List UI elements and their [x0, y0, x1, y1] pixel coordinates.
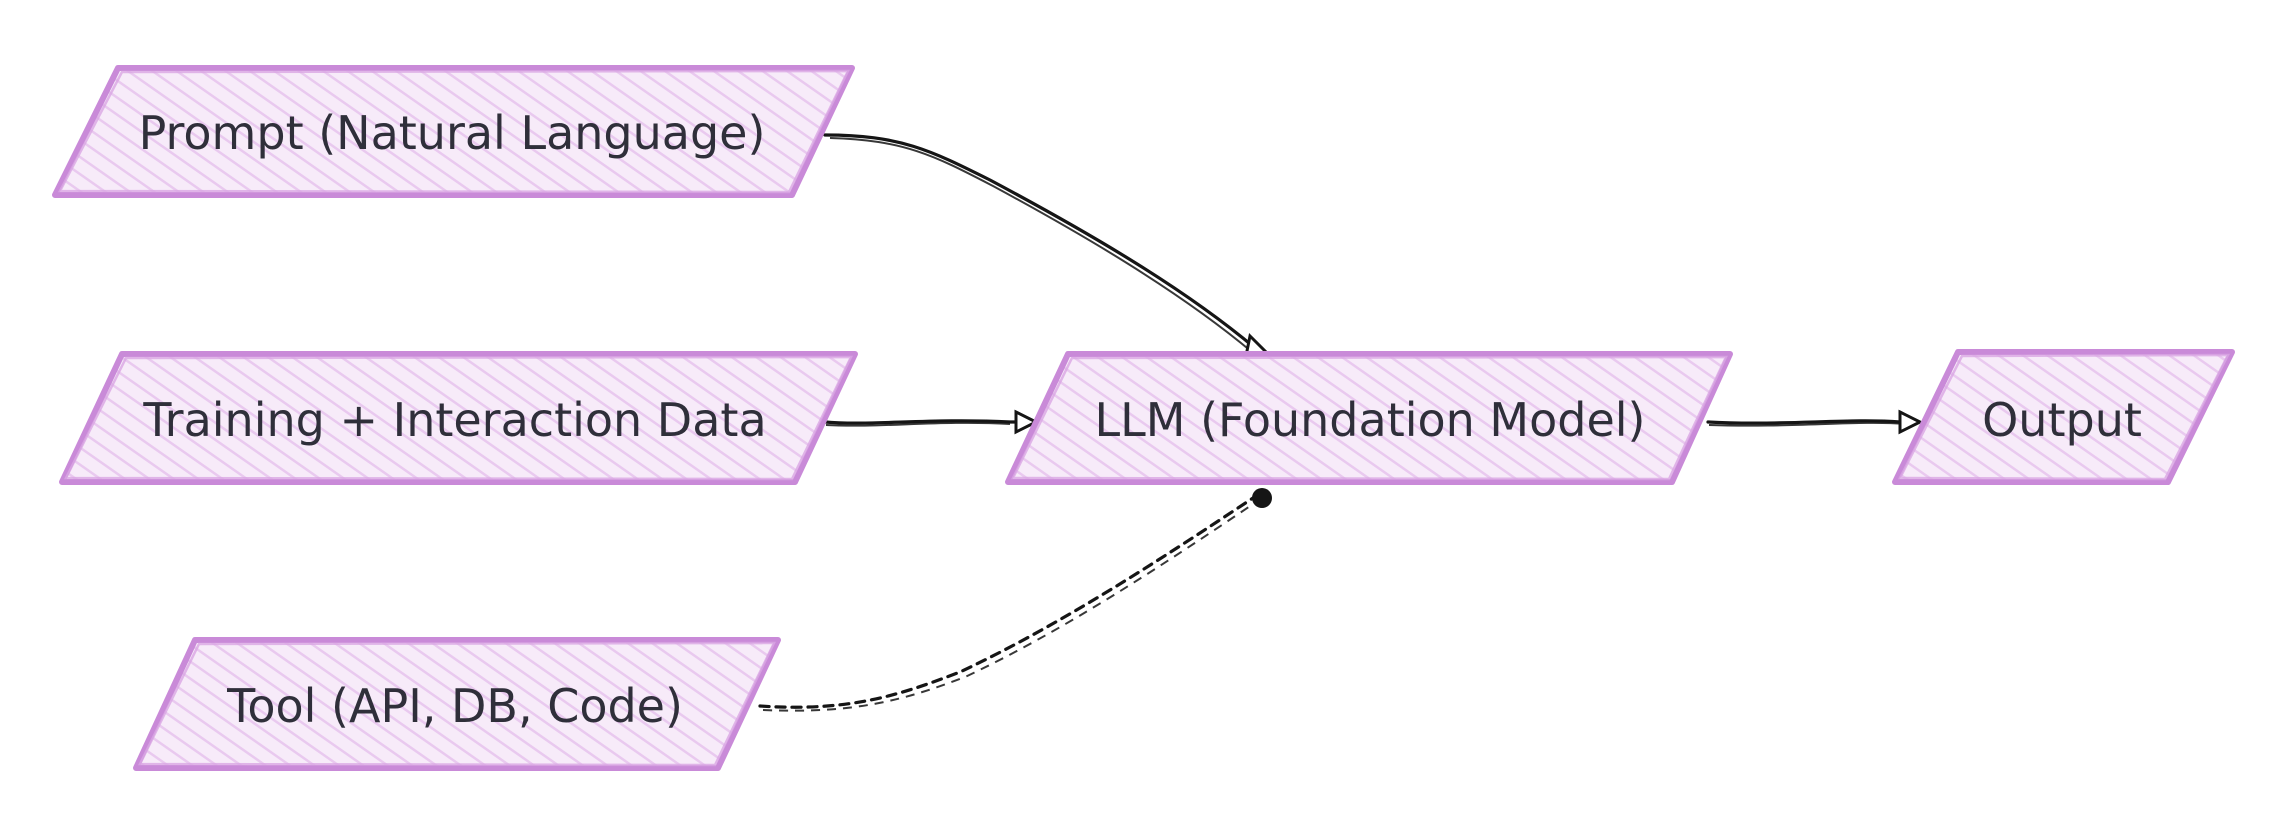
edge-tool-to-llm: [758, 488, 1272, 712]
arrowhead-dot-icon: [1252, 488, 1272, 508]
node-llm: LLM (Foundation Model): [1005, 351, 1733, 485]
arrowhead-icon: [1898, 409, 1924, 435]
node-label: Output: [1982, 393, 2142, 447]
node-output: Output: [1892, 349, 2235, 485]
node-label: LLM (Foundation Model): [1095, 393, 1646, 447]
node-label: Prompt (Natural Language): [139, 106, 766, 160]
edge-llm-to-output: [1706, 409, 1924, 435]
edge-prompt-to-llm: [823, 133, 1274, 358]
edge-training-to-llm: [823, 409, 1040, 435]
node-prompt: Prompt (Natural Language): [52, 65, 855, 198]
arrowhead-icon: [1014, 409, 1040, 435]
node-training: Training + Interaction Data: [59, 351, 858, 485]
node-tool: Tool (API, DB, Code): [133, 637, 781, 771]
node-label: Tool (API, DB, Code): [226, 679, 683, 733]
node-label: Training + Interaction Data: [142, 393, 766, 447]
